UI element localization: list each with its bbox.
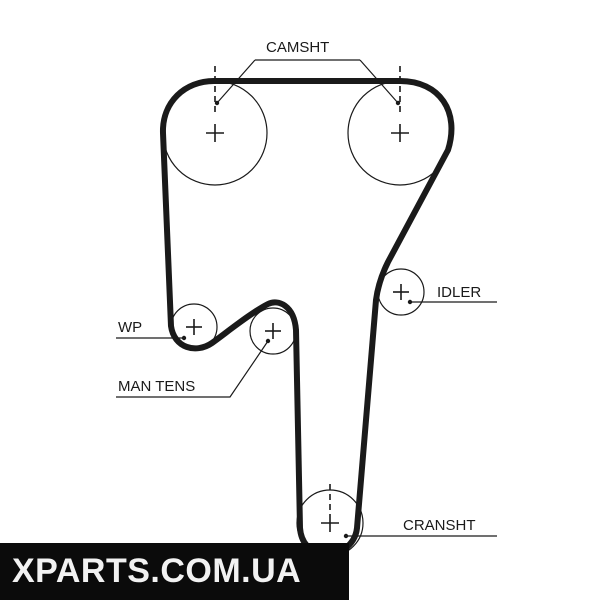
idler-leader-dot (407, 299, 413, 305)
camshaft-left-center-mark (206, 124, 224, 142)
camshaft-right-center-mark (391, 124, 409, 142)
manual-tensioner-label: MAN TENS (118, 378, 195, 395)
watermark-banner (0, 543, 349, 600)
timing-belt (159, 78, 455, 558)
manual-tensioner-leader (116, 340, 269, 398)
idler-center-mark (393, 284, 409, 300)
water-pump-center-mark (186, 319, 202, 335)
crankshaft-center-mark (321, 514, 339, 532)
camshaft-leader-right-dot (395, 100, 401, 106)
water-pump-label: WP (118, 319, 142, 336)
water-pump-leader-dot (181, 335, 187, 341)
camshaft-leader-left-dot (214, 100, 220, 106)
crankshaft-label: CRANSHT (403, 517, 476, 534)
idler-label: IDLER (437, 284, 481, 301)
crankshaft-leader-dot (343, 533, 349, 539)
manual-tensioner-leader-dot (265, 338, 271, 344)
camshaft-leader-left (216, 59, 256, 104)
camshaft-label: CAMSHT (266, 39, 329, 56)
watermark-text: XPARTS.COM.UA (12, 552, 302, 590)
manual-tensioner-center-mark (265, 323, 281, 339)
camshaft-leader-right (359, 59, 399, 104)
